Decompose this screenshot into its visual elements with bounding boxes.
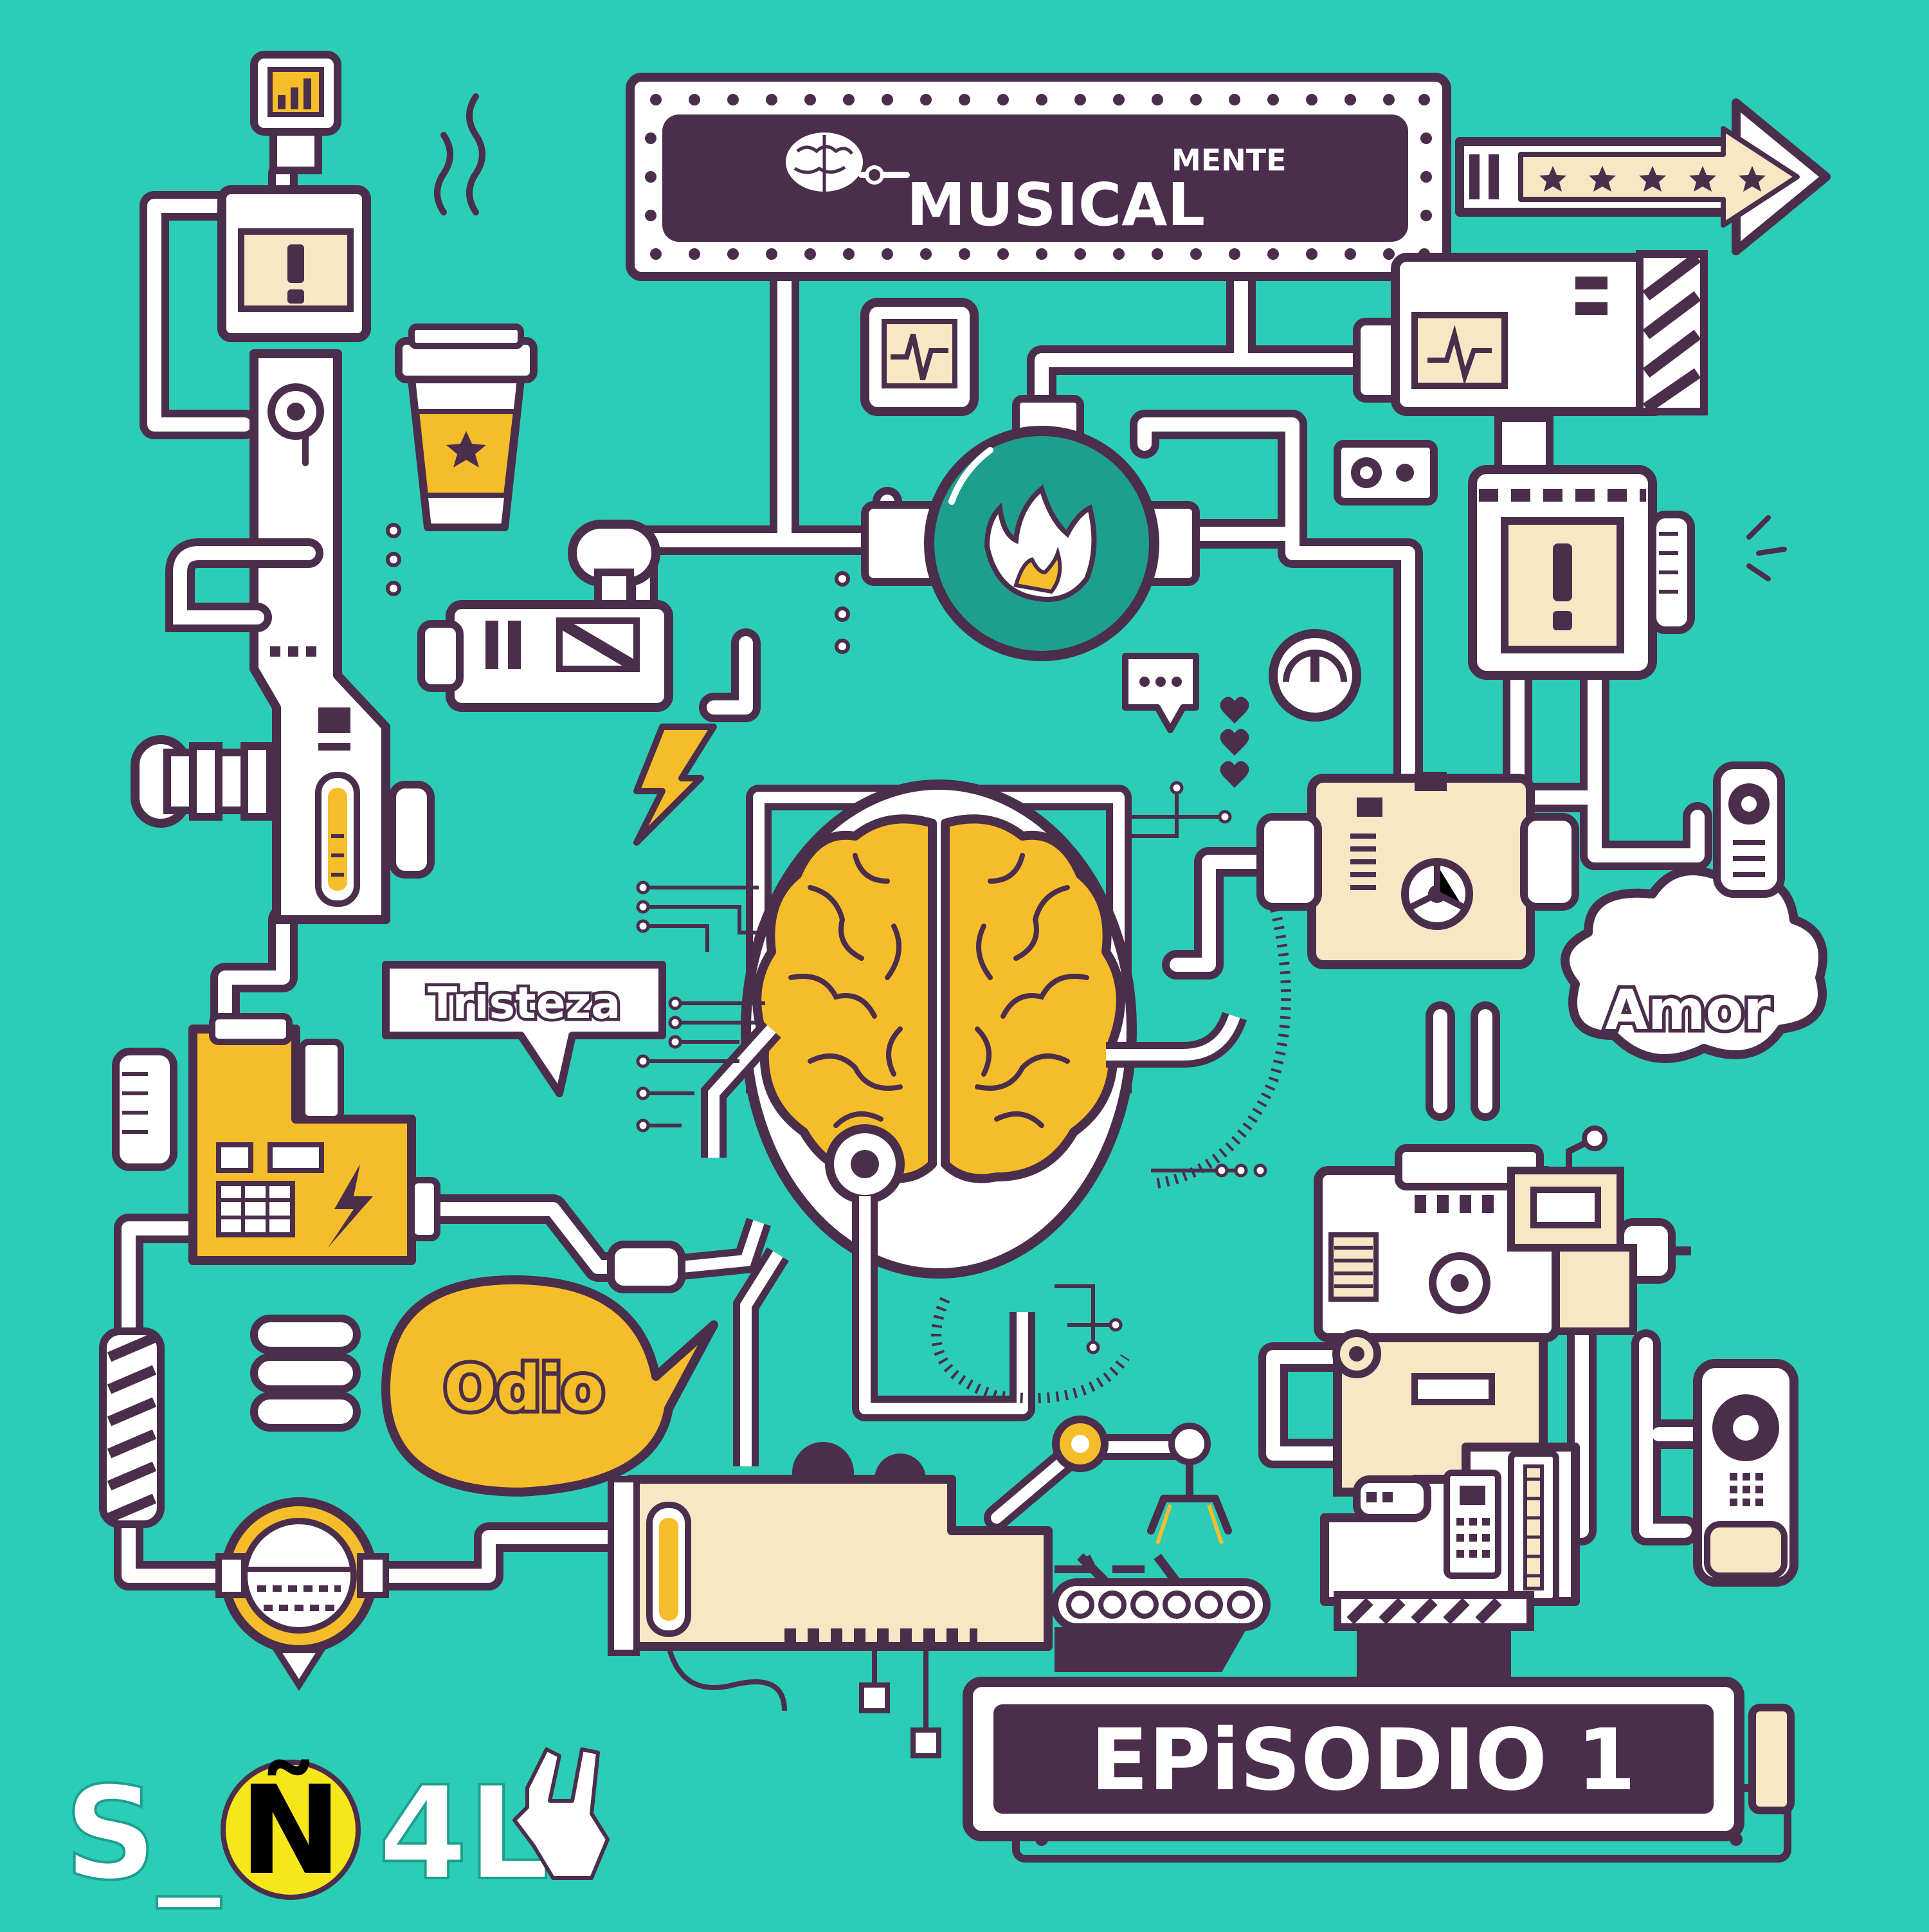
lightning-icon [328, 1164, 373, 1248]
tristeza-label: Tristeza [428, 978, 620, 1029]
coil-wire [1156, 899, 1291, 1189]
webcam-right [1713, 761, 1785, 898]
snaly-logo: S_ Ñ 4L [63, 1747, 610, 1910]
brain-icon [752, 814, 1125, 1183]
amor-cloud: Amor [1561, 866, 1827, 1063]
control-machine [1314, 1125, 1691, 1679]
printer-machine [608, 1416, 1271, 1758]
alert-machine-right [1468, 414, 1787, 680]
flame-icon [984, 484, 1097, 602]
star-icon [1539, 166, 1766, 192]
odio-bubble: Odio [381, 1275, 718, 1497]
spring-column [99, 1315, 389, 1691]
logo-part2: 4L [378, 1759, 550, 1909]
episode-label: EPiSODIO 1 [1091, 1711, 1636, 1810]
circuit-nodes [636, 781, 1267, 1354]
gauge-icon [1269, 629, 1361, 722]
speaker-small [1334, 440, 1438, 506]
left-dots [386, 523, 850, 654]
tristeza-bubble: Tristeza [382, 961, 666, 1097]
sign-superscript: MENTE [1172, 143, 1287, 178]
lightning-icon [633, 724, 717, 846]
coffee-cup-icon [395, 93, 538, 531]
amor-label: Amor [1605, 978, 1771, 1043]
heart-icon [1220, 697, 1249, 788]
valve-machine [417, 520, 673, 712]
star-icon [446, 431, 486, 468]
camera-machine [1353, 250, 1708, 416]
heart-monitor [860, 298, 979, 416]
logo-circle-letter: Ñ [239, 1759, 341, 1902]
odio-label: Odio [444, 1353, 604, 1425]
left-spring [131, 735, 274, 828]
pipes [114, 159, 1712, 1590]
dial-machine [1256, 772, 1579, 969]
webcam-bottom-right [1693, 1359, 1798, 1587]
sign-title: MUSICAL [907, 170, 1205, 239]
yellow-machine [112, 1013, 440, 1265]
sign-brain-icon [786, 132, 910, 192]
rock-hand-icon [512, 1747, 610, 1880]
brain-machine [607, 779, 1247, 1466]
exclamation-icon [1553, 543, 1572, 601]
logo-part1: S_ [64, 1759, 221, 1909]
episode-banner: EPiSODIO 1 [963, 1677, 1795, 1863]
left-handle [165, 538, 323, 632]
sign-bulbs [645, 94, 1432, 260]
chat-dots-icon [1122, 653, 1199, 733]
stars-arrow [1455, 98, 1831, 255]
flame-globe [861, 395, 1200, 661]
musicalmente-sign: MUSICAL MENTE [626, 73, 1451, 281]
logo-circle [221, 1760, 361, 1900]
circuit-lines [643, 791, 1247, 1344]
left-tower [217, 51, 435, 924]
